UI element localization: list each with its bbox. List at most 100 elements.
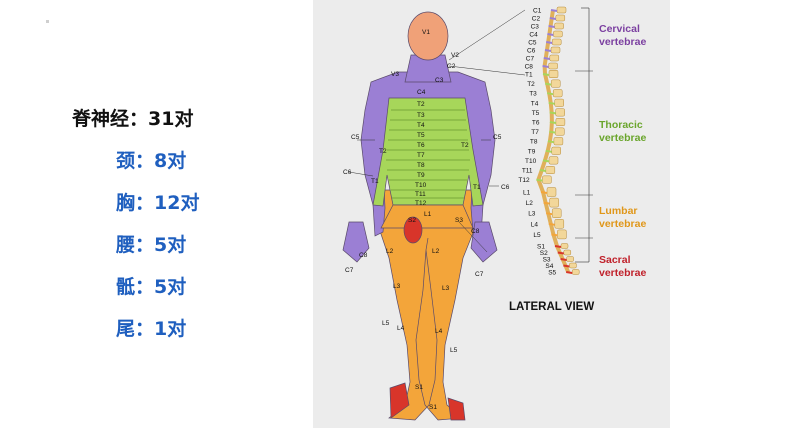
vertebra-s5 <box>571 269 580 275</box>
spinal-nerve-summary: 脊神经：31对 颈：8对 胸：12对 腰：5对 骶：5对 尾：1对 <box>0 0 300 447</box>
nerve-root-l4 <box>548 222 555 226</box>
nerve-root-c1 <box>550 9 558 12</box>
label-v2: V2 <box>451 52 459 59</box>
vertebra-c1 <box>556 6 567 14</box>
vertebra-t3 <box>552 89 563 98</box>
spine-label-t10: T10 <box>525 158 537 165</box>
spine-label-t11: T11 <box>522 168 533 175</box>
spine-label-s1: S1 <box>537 244 545 251</box>
nerve-item-separator: ： <box>135 276 155 298</box>
vertebra-t5 <box>555 108 565 117</box>
spine-label-l5: L5 <box>533 232 541 239</box>
hand-right <box>470 221 498 263</box>
nerve-root-c3 <box>548 25 555 28</box>
nerve-root-t11 <box>539 169 546 172</box>
vertebra-c7 <box>549 54 560 62</box>
label-neck-c3: C3 <box>435 77 444 84</box>
label-pelvis-s2: S2 <box>408 217 416 224</box>
nerve-item-count: 5对 <box>154 234 187 256</box>
vertebra-s3 <box>566 256 574 262</box>
region-brackets <box>575 7 593 263</box>
vertebra-c8 <box>548 62 558 70</box>
nerve-root-t5 <box>549 111 556 115</box>
region-lumbar-line1: Lumbar <box>599 205 638 217</box>
nerve-root-s4 <box>563 264 570 268</box>
label-trunk-t7: T7 <box>417 152 425 159</box>
nerve-root-t6 <box>549 121 557 124</box>
nerve-root-c7 <box>543 57 550 60</box>
spine-label-t12: T12 <box>518 177 530 184</box>
label-trunk-t6: T6 <box>417 142 425 149</box>
nerve-item-name: 骶 <box>116 276 136 298</box>
spine-label-c7: C7 <box>526 56 535 63</box>
vertebra-t11 <box>545 166 556 174</box>
nerve-root-s1 <box>554 245 562 248</box>
nerve-root-l1 <box>540 191 548 194</box>
vertebra-l3 <box>551 208 562 218</box>
vertebra-c3 <box>554 22 564 30</box>
spine-label-l3: L3 <box>528 211 536 218</box>
label-leg-l3-right: L3 <box>442 285 450 292</box>
region-thoracic-line2: vertebrae <box>599 132 646 144</box>
label-foot-s1-right: S1 <box>429 404 437 411</box>
slide-marker <box>46 20 49 23</box>
pelvis-region <box>380 204 474 229</box>
label-leg-l2-right: L2 <box>432 248 440 255</box>
label-arm-right-t2: T2 <box>461 142 469 149</box>
nerve-root-l2 <box>543 201 550 205</box>
nerve-item-name: 胸 <box>116 192 136 214</box>
spine-label-t7: T7 <box>531 129 539 136</box>
nerve-root-s5 <box>566 271 573 274</box>
spine-label-t8: T8 <box>530 139 538 146</box>
label-trunk-t10: T10 <box>415 182 427 189</box>
label-leg-l4-left: L4 <box>397 325 405 332</box>
vertebra-l1 <box>546 187 557 197</box>
nerve-item-count: 1对 <box>154 318 187 340</box>
spine-label-t4: T4 <box>531 100 539 107</box>
spine-label-c8: C8 <box>525 64 534 71</box>
nerve-item-lumbar: 腰：5对 <box>116 230 186 257</box>
vertebra-t12 <box>542 175 552 184</box>
body-figure <box>342 11 498 421</box>
label-neck-c4: C4 <box>417 89 426 96</box>
label-arm-left-c7: C7 <box>345 267 354 274</box>
spine-label-t3: T3 <box>529 91 537 98</box>
label-trunk-t9: T9 <box>417 172 425 179</box>
head-face <box>407 11 449 61</box>
spinal-cord <box>536 9 571 273</box>
nerve-root-t12 <box>536 178 543 182</box>
label-leg-l5-right: L5 <box>450 347 458 354</box>
spine-label-c5: C5 <box>528 40 537 47</box>
spine-label-s4: S4 <box>545 263 553 270</box>
nerve-root-t8 <box>547 140 555 144</box>
nerve-item-count: 12对 <box>154 192 200 214</box>
label-arm-right-c5: C5 <box>493 134 502 141</box>
vertebra-c4 <box>553 30 563 38</box>
region-cervical-line2: vertebrae <box>599 36 646 48</box>
legs-region <box>378 189 476 421</box>
label-trunk-t5: T5 <box>417 132 425 139</box>
nerve-item-count: 5对 <box>154 276 187 298</box>
vertebra-l2 <box>549 197 559 208</box>
vertebra-t4 <box>554 98 565 107</box>
vertebra-t9 <box>551 146 562 155</box>
spinal-nerve-title: 脊神经：31对 <box>72 108 194 130</box>
nerve-item-name: 尾 <box>116 318 136 340</box>
nerve-root-c4 <box>547 33 554 36</box>
label-leg-l5-left: L5 <box>382 320 390 327</box>
vertebra-l5 <box>557 229 567 240</box>
hand-left <box>342 221 370 263</box>
label-trunk-t11: T11 <box>415 191 426 198</box>
label-leg-l3-left: L3 <box>393 283 401 290</box>
label-leg-l4-right: L4 <box>435 328 443 335</box>
thoracic-stripes <box>386 109 470 199</box>
nerve-root-c8 <box>542 65 549 68</box>
region-cervical-line1: Cervical <box>599 23 640 35</box>
spine-column: C1C2C3C4C5C6C7C8T1T2T3T4T5T6T7T8T9T10T11… <box>518 6 580 277</box>
label-arm-right-c7: C7 <box>475 271 484 278</box>
nerve-root-t2 <box>545 82 552 86</box>
region-labels: Cervical vertebrae Thoracic vertebrae Lu… <box>599 23 646 279</box>
nerve-root-t4 <box>548 101 555 105</box>
spine-label-c3: C3 <box>531 24 540 31</box>
label-v1: V1 <box>422 29 430 36</box>
